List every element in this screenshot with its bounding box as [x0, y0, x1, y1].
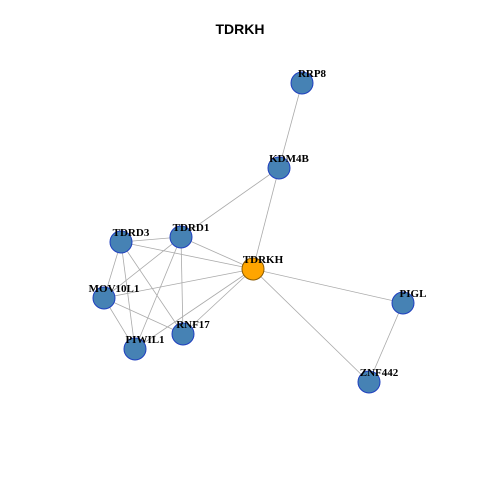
node-label-tdrd1: TDRD1: [173, 222, 210, 234]
edge-tdrkh-pigl: [252, 268, 404, 304]
node-tdrd3: TDRD3: [109, 227, 150, 254]
node-tdrd1: TDRD1: [169, 222, 210, 249]
node-mov10l1: MOV10L1: [89, 283, 140, 310]
node-label-piwil1: PIWIL1: [125, 334, 164, 346]
node-circle-znf442: [357, 370, 381, 394]
edge-pigl-znf442: [368, 302, 404, 383]
edge-rrp8-kdm4b: [278, 82, 303, 169]
node-label-kdm4b: KDM4B: [269, 153, 309, 165]
edge-tdrd1-rnf17: [180, 236, 184, 335]
edge-tdrkh-piwil1: [134, 268, 254, 350]
edge-kdm4b-tdrd1: [180, 167, 280, 238]
node-label-tdrkh: TDRKH: [243, 254, 284, 266]
edge-mov10l1-rnf17: [103, 297, 184, 335]
node-circle-tdrd3: [109, 230, 133, 254]
edge-kdm4b-tdrkh: [252, 167, 280, 270]
edge-tdrd3-rnf17: [120, 241, 184, 335]
node-label-pigl: PIGL: [400, 288, 427, 300]
edge-tdrd1-mov10l1: [103, 236, 182, 299]
node-piwil1: PIWIL1: [123, 334, 165, 361]
node-circle-tdrd1: [169, 225, 193, 249]
node-circle-mov10l1: [92, 286, 116, 310]
node-znf442: ZNF442: [357, 367, 399, 394]
node-circle-pigl: [391, 291, 415, 315]
node-rrp8: RRP8: [290, 68, 327, 95]
node-rnf17: RNF17: [171, 319, 210, 346]
node-circle-piwil1: [123, 337, 147, 361]
graph-title: TDRKH: [215, 21, 265, 37]
node-circle-kdm4b: [267, 156, 291, 180]
edge-tdrkh-mov10l1: [103, 268, 254, 299]
node-circle-tdrkh: [241, 257, 265, 281]
node-label-znf442: ZNF442: [360, 367, 399, 379]
node-label-rnf17: RNF17: [176, 319, 210, 331]
node-circle-rnf17: [171, 322, 195, 346]
edge-tdrd3-tdrkh: [120, 241, 254, 270]
edge-tdrd3-piwil1: [120, 241, 136, 350]
edge-tdrkh-rnf17: [182, 268, 254, 335]
node-label-rrp8: RRP8: [298, 68, 327, 80]
edge-tdrd1-piwil1: [134, 236, 182, 350]
node-tdrkh: TDRKH: [241, 254, 284, 281]
node-label-tdrd3: TDRD3: [113, 227, 150, 239]
edge-tdrkh-znf442: [252, 268, 370, 383]
node-circle-rrp8: [290, 71, 314, 95]
node-label-mov10l1: MOV10L1: [89, 283, 140, 295]
node-pigl: PIGL: [391, 288, 427, 315]
edge-tdrd1-tdrkh: [180, 236, 254, 270]
node-kdm4b: KDM4B: [267, 153, 310, 180]
